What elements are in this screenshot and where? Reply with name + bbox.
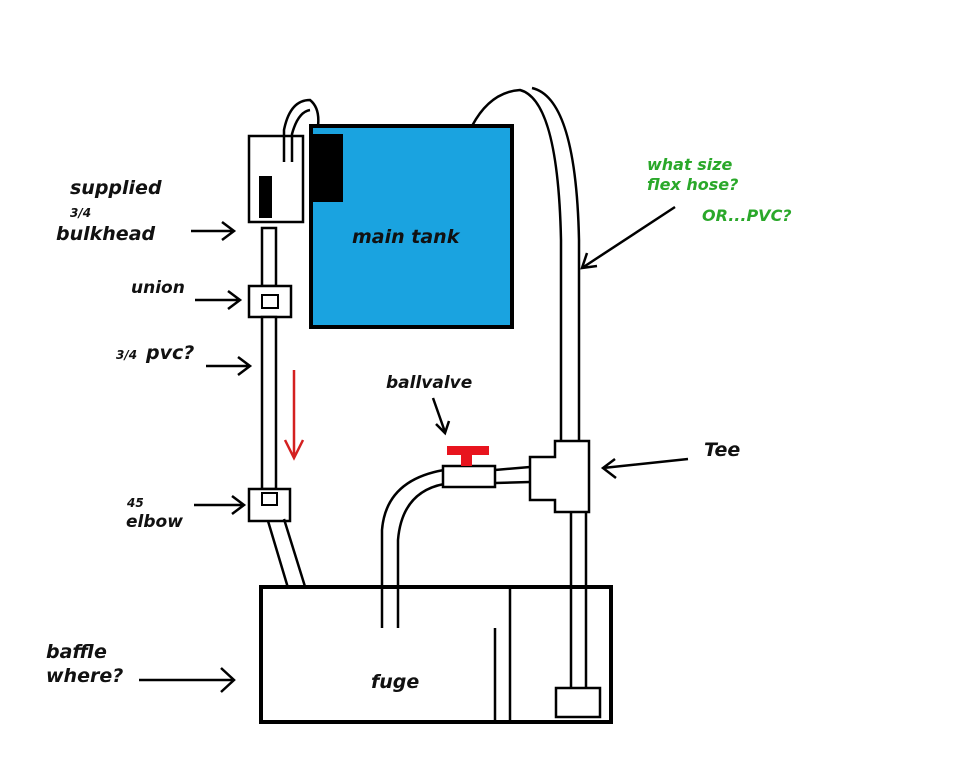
overflow-box-in-tank xyxy=(312,134,343,202)
main-tank xyxy=(309,124,514,329)
supplied-label: supplied xyxy=(70,177,162,199)
drain-pipe-upper xyxy=(260,226,278,288)
tee-label: Tee xyxy=(704,439,740,461)
overflow-box xyxy=(247,134,305,224)
pvc-arrow xyxy=(206,356,253,376)
tee-arrow xyxy=(600,457,689,479)
baffle-label: baffle xyxy=(46,641,107,663)
intake-strainer xyxy=(554,686,602,719)
elbow-label: elbow xyxy=(126,512,183,532)
main-tank-label: main tank xyxy=(352,226,461,248)
hose-size-question: what size xyxy=(647,155,733,174)
bulkhead-arrow xyxy=(191,221,237,241)
union-arrow xyxy=(195,290,243,310)
ballvalve-handle xyxy=(447,446,489,455)
u-tube xyxy=(282,98,320,162)
bulkhead-label: bulkhead xyxy=(56,223,156,245)
hose-type-question: flex hose? xyxy=(647,175,738,194)
overflow-inner-baffle xyxy=(259,176,272,218)
or-pvc-question: OR...PVC? xyxy=(702,206,792,225)
bulkhead-size-label: 3/4 xyxy=(70,206,91,220)
pvc-label: pvc? xyxy=(145,342,194,364)
union-label: union xyxy=(131,278,185,298)
drain-pipe-lower xyxy=(260,315,278,491)
flex-hose-arrow xyxy=(580,205,676,270)
flex-hose xyxy=(470,88,563,441)
baffle-arrow xyxy=(139,667,236,693)
tee-down-pipe xyxy=(569,512,588,690)
tee-fitting xyxy=(528,439,591,514)
ballvalve-label: ballvalve xyxy=(386,373,472,393)
fuge-baffle xyxy=(493,588,512,721)
valve-to-tee-pipe xyxy=(494,465,531,485)
elbow-number-label: 45 xyxy=(126,496,144,510)
fuge-label: fuge xyxy=(371,671,419,693)
elbow-arrow xyxy=(194,495,247,515)
fuge-tank xyxy=(259,585,613,724)
return-hose xyxy=(380,468,445,628)
flow-arrow xyxy=(283,370,305,461)
ballvalve-body xyxy=(441,464,497,489)
pvc-size-label: 3/4 xyxy=(116,348,137,362)
ballvalve-arrow xyxy=(431,397,451,436)
baffle-where-label: where? xyxy=(46,665,123,687)
